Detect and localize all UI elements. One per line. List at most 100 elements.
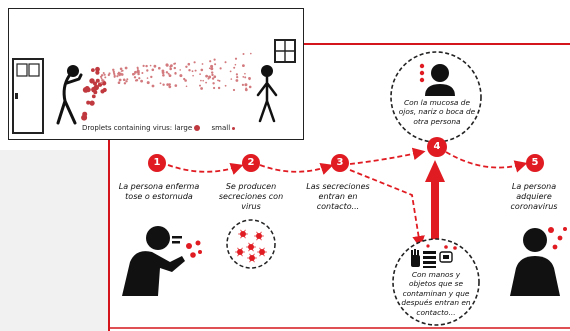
small-droplet [167,72,170,75]
small-droplet [146,69,149,72]
small-droplet [124,66,128,70]
step-5-text: La persona adquiere coronavirus [510,182,558,211]
legend-large-label: large [174,124,193,132]
small-droplet [192,74,194,77]
small-droplet [134,71,137,74]
large-droplet [86,100,91,105]
background-fade [0,150,110,331]
small-droplet [179,74,183,78]
small-droplet [205,74,209,78]
step-5-number: 5 [526,154,544,172]
small-droplet [119,72,122,75]
large-droplet [89,78,95,84]
small-droplet [151,84,155,88]
small-droplet [174,84,178,87]
legend-text: Droplets containing virus: [82,124,173,132]
small-droplet [214,63,217,66]
step-2-text: Se producen secreciones con virus [218,182,284,211]
droplet-cloud [81,52,252,121]
small-droplet [184,79,187,82]
small-droplet [244,76,247,79]
small-droplet [213,58,216,61]
small-droplet [232,88,236,92]
small-droplet [199,84,201,87]
step-4-number: 4 [427,137,447,157]
small-droplet [135,79,139,82]
small-droplet [169,83,172,86]
small-droplet [244,83,248,87]
small-droplet [211,77,215,80]
small-droplet [236,76,239,79]
arrow-2-3 [259,162,334,175]
small-droplet [185,85,188,88]
small-droplet [121,69,124,72]
small-droplet-icon [232,126,236,130]
small-droplet [162,74,165,77]
large-droplet [101,80,107,86]
small-droplet [241,83,244,86]
small-droplet [151,68,155,72]
small-droplet [145,64,148,68]
door-icon [12,58,44,134]
small-droplet [142,64,145,67]
small-droplet [118,78,122,82]
small-droplet [245,87,248,90]
small-droplet [114,75,116,78]
small-droplet [248,85,252,89]
small-droplet [165,71,169,74]
small-droplet [141,72,144,74]
large-droplet [91,68,95,72]
small-droplet [248,78,251,81]
surfaces-icons [411,244,457,268]
small-droplet [116,75,119,78]
small-droplet [179,69,181,71]
small-droplet [126,78,129,81]
small-droplet [161,71,165,74]
small-droplet [100,77,103,80]
small-droplet [103,73,106,76]
small-droplet [242,53,245,55]
small-droplet [201,63,204,65]
step-1-number: 1 [148,154,166,172]
large-droplet-icon [194,125,201,131]
small-droplet [123,82,127,85]
small-droplet [200,68,204,72]
small-droplet [117,81,121,84]
step-3-text: Las secreciones entran en contacto... [306,182,370,211]
small-droplet [102,72,105,74]
coughing-figure [56,65,83,125]
standing-figure [256,65,278,123]
small-droplet [224,61,227,64]
small-droplet [235,79,239,82]
small-droplet [146,81,150,85]
hand-icon [411,249,420,267]
small-droplet [185,65,188,68]
small-droplet [173,62,176,65]
small-droplet [191,70,194,73]
small-droplet [213,86,216,90]
step-3-number: 3 [331,154,349,172]
large-droplet [100,89,105,94]
small-droplet [217,86,221,90]
step-4-text: Con la mucosa de ojos, nariz o boca de o… [398,98,476,126]
small-droplet [150,75,153,79]
legend-small-label: small [211,124,231,132]
small-droplet [187,62,191,66]
small-droplet [100,81,103,85]
small-droplet [202,79,204,82]
small-droplet [229,70,232,73]
book-icon [423,251,436,268]
small-droplet [169,67,172,71]
standing-person-icon [510,227,567,296]
arrow-3-4 [349,147,426,165]
small-droplet [133,73,136,75]
virus-particle [237,249,243,255]
small-droplet [200,79,202,82]
small-droplet [242,76,245,78]
small-droplet [174,72,177,75]
arrow-4-5 [445,151,528,173]
surfaces-text: Con manos y objetos que se contaminan y … [401,270,471,317]
small-droplet [218,79,221,82]
